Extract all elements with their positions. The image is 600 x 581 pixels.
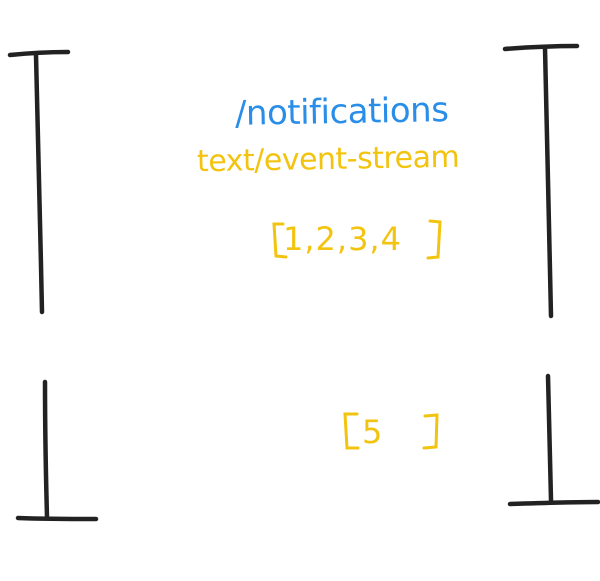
- left-bottom-bracket: [15, 379, 99, 522]
- left-top-bracket: [7, 49, 71, 315]
- chunk-2-close-bracket: [422, 413, 439, 450]
- chunk-2-open-bracket: [343, 412, 360, 450]
- stream-chunk-2: 5: [362, 413, 383, 451]
- chunk-1-close-bracket: [426, 219, 442, 260]
- right-top-bracket: [502, 43, 580, 319]
- endpoint-path: /notifications: [234, 90, 449, 134]
- content-type-label: text/event-stream: [196, 139, 460, 180]
- right-bottom-bracket: [507, 373, 600, 507]
- chunk-1-open-bracket: [272, 222, 288, 259]
- stream-chunk-1: 1,2,3,4: [283, 220, 402, 258]
